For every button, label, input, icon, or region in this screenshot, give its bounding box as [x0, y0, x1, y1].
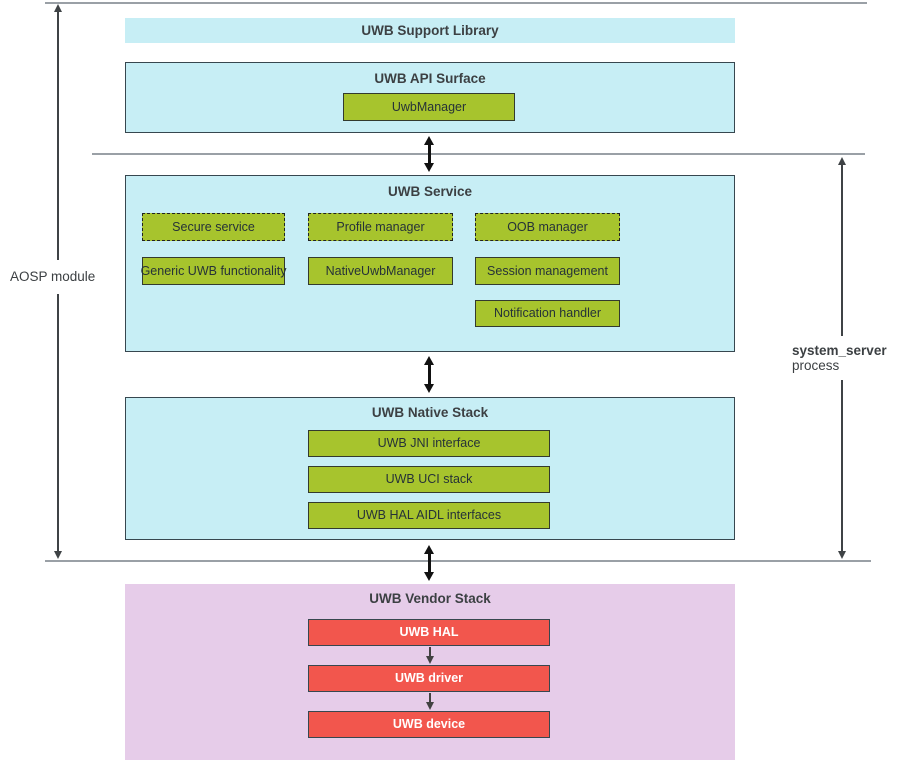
- arrow-up-head: [424, 545, 434, 554]
- arrow-down-head: [424, 384, 434, 393]
- arrow-shaft: [429, 693, 431, 703]
- notification-handler-chip: Notification handler: [475, 300, 620, 327]
- secure-service-chip: Secure service: [142, 213, 285, 241]
- arrow-up-head: [424, 356, 434, 365]
- uwb-uci-stack-chip: UWB UCI stack: [308, 466, 550, 493]
- separator-line-top: [45, 2, 867, 4]
- uwb-hal-chip: UWB HAL: [308, 619, 550, 646]
- arrow-shaft: [841, 164, 843, 336]
- oob-manager-chip: OOB manager: [475, 213, 620, 241]
- uwb-support-library-box: UWB Support Library: [125, 18, 735, 43]
- arrow-shaft: [56, 11, 59, 260]
- arrow-shaft: [427, 363, 431, 386]
- arrow-up-head: [53, 4, 62, 12]
- separator-line-middle: [92, 153, 865, 155]
- nativeuwbmanager-chip: NativeUwbManager: [308, 257, 453, 285]
- uwb-service-title: UWB Service: [387, 184, 473, 199]
- arrow-down-head: [53, 551, 62, 559]
- uwb-hal-aidl-interfaces-chip: UWB HAL AIDL interfaces: [308, 502, 550, 529]
- system-server-label-line1: system_server: [792, 343, 887, 358]
- arrow-shaft: [427, 143, 431, 165]
- session-management-chip: Session management: [475, 257, 620, 285]
- arrow-shaft: [841, 380, 843, 552]
- system-server-label-line2: process: [792, 358, 840, 373]
- generic-uwb-functionality-chip: Generic UWB functionality: [141, 257, 286, 285]
- uwb-api-surface-title: UWB API Surface: [374, 71, 486, 86]
- uwb-driver-chip: UWB driver: [308, 665, 550, 692]
- separator-line-bottom: [45, 560, 871, 562]
- arrow-down-head: [424, 572, 434, 581]
- uwbmanager-chip: UwbManager: [343, 93, 515, 121]
- uwb-device-chip: UWB device: [308, 711, 550, 738]
- arrow-down-head: [426, 656, 434, 664]
- arrow-shaft: [429, 647, 431, 657]
- uwb-vendor-stack-title: UWB Vendor Stack: [369, 591, 491, 606]
- arrow-down-head: [426, 702, 434, 710]
- uwb-support-library-title: UWB Support Library: [361, 23, 499, 38]
- arrow-up-head: [838, 157, 846, 165]
- uwb-jni-interface-chip: UWB JNI interface: [308, 430, 550, 457]
- arrow-shaft: [427, 552, 431, 574]
- arrow-shaft: [56, 294, 59, 552]
- arrow-up-head: [424, 136, 434, 145]
- arrow-down-head: [838, 551, 846, 559]
- profile-manager-chip: Profile manager: [308, 213, 453, 241]
- uwb-native-stack-title: UWB Native Stack: [371, 405, 489, 420]
- arrow-down-head: [424, 163, 434, 172]
- aosp-module-label: AOSP module: [10, 269, 96, 284]
- system-server-label: system_server process: [792, 343, 887, 373]
